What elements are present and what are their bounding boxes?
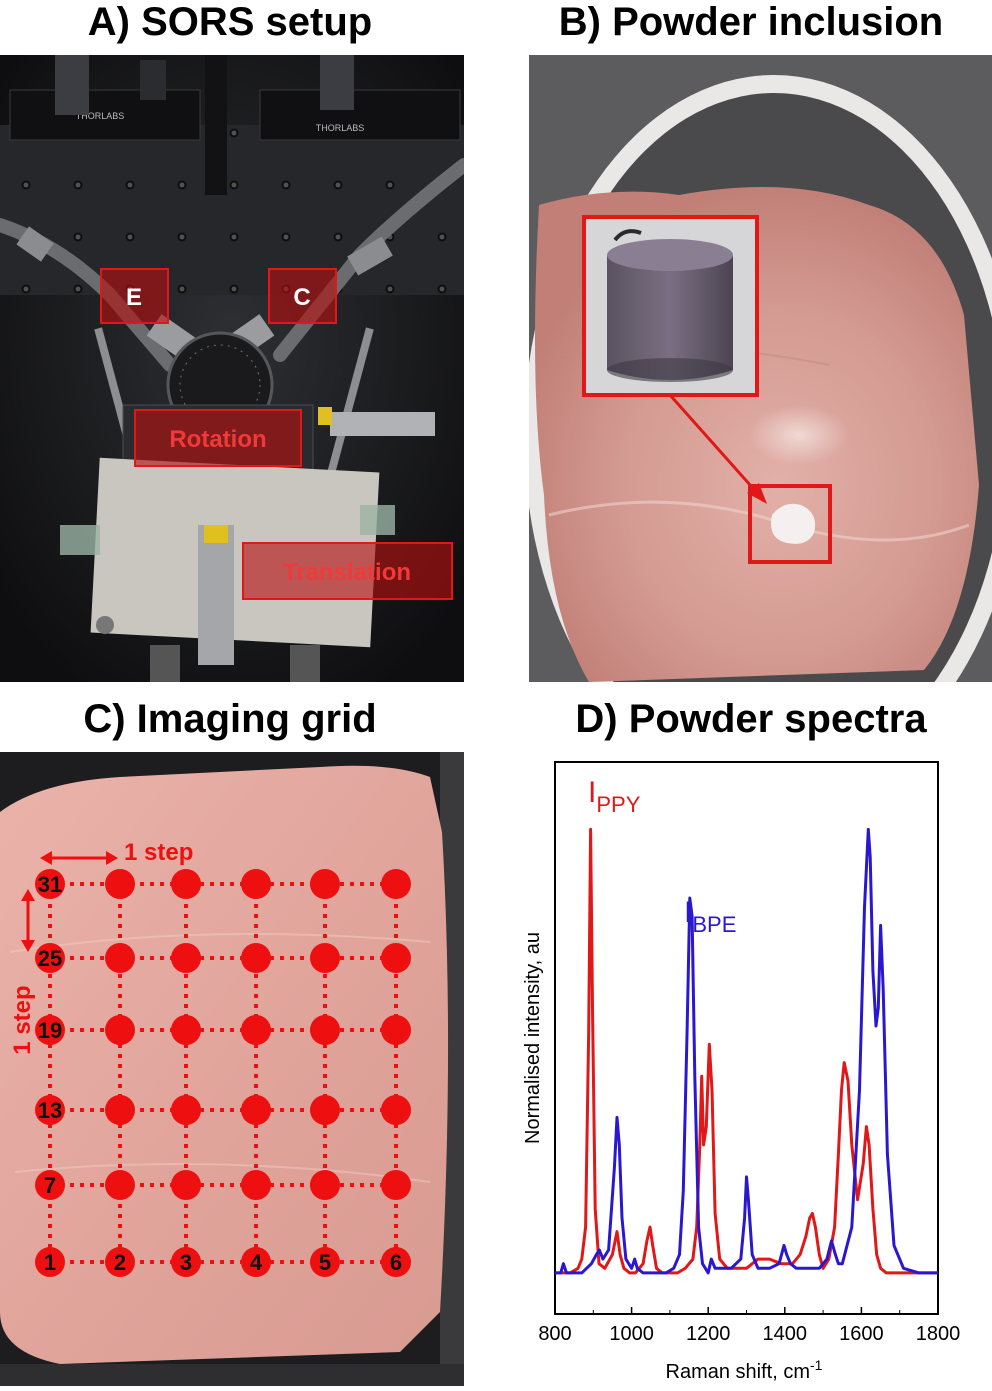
grid-point xyxy=(171,1095,201,1125)
grid-point-label: 25 xyxy=(38,946,62,971)
series-line-bpe xyxy=(555,827,938,1275)
e-box xyxy=(100,268,169,324)
thorlabs-logo-right: THORLABS xyxy=(316,123,365,133)
panel-b-title: B) Powder inclusion xyxy=(558,0,944,44)
grid-point xyxy=(381,1247,411,1277)
powder-inclusion-illustration xyxy=(529,55,992,682)
imaging-grid-illustration: 1 2 3 4 5 6 7 13 19 25 31 1 step 1 step xyxy=(0,752,464,1386)
rotation-label: Rotation xyxy=(169,426,266,453)
inset-arrow xyxy=(668,394,761,496)
grid-point xyxy=(310,1095,340,1125)
arrowhead-icon xyxy=(747,483,767,504)
grid-point xyxy=(381,1015,411,1045)
grid-point xyxy=(381,869,411,899)
grid-point xyxy=(35,1095,65,1125)
ppy-annotation-main: I xyxy=(588,776,596,809)
x-axis-label: Raman shift, cm-1 xyxy=(666,1357,823,1383)
plot-frame xyxy=(554,761,939,1315)
bpe-annotation-sub: BPE xyxy=(692,912,736,937)
x-tick-label: 800 xyxy=(538,1323,571,1345)
grid-point xyxy=(171,1247,201,1277)
panel-a-photo: THORLABS THORLABS xyxy=(0,55,464,682)
grid-point xyxy=(241,869,271,899)
thorlabs-logo-left: THORLABS xyxy=(76,111,125,121)
grid-point-label: 2 xyxy=(114,1250,126,1275)
grid-point xyxy=(381,1095,411,1125)
e-label: E xyxy=(126,284,142,311)
panel-c-photo: 1 2 3 4 5 6 7 13 19 25 31 1 step 1 step xyxy=(0,752,464,1386)
grid-point xyxy=(105,1015,135,1045)
grid-point xyxy=(105,1247,135,1277)
grid-point xyxy=(310,869,340,899)
grid-point xyxy=(35,1247,65,1277)
grid-point xyxy=(241,1247,271,1277)
panel-d-chart: 800 1000 1200 1400 1600 1800 Normalised inten… xyxy=(496,752,992,1386)
grid-point-label: 5 xyxy=(319,1250,331,1275)
grid-points: 1 2 3 4 5 6 7 13 19 25 31 xyxy=(35,869,411,1277)
x-axis-ticks: 800 1000 1200 1400 1600 1800 xyxy=(538,1307,960,1345)
grid-point xyxy=(105,1095,135,1125)
grid-point xyxy=(241,1095,271,1125)
grid-point xyxy=(105,1170,135,1200)
grid-point xyxy=(241,1015,271,1045)
inclusion-box xyxy=(748,484,832,564)
series-lines xyxy=(555,827,938,1275)
x-tick-label: 1600 xyxy=(839,1323,884,1345)
translation-label: Translation xyxy=(283,559,411,586)
grid-point xyxy=(310,1247,340,1277)
grid-point xyxy=(35,1015,65,1045)
x-axis-label-sup: -1 xyxy=(810,1357,823,1373)
bpe-annotation: IBPE xyxy=(684,896,736,937)
grid-point xyxy=(171,943,201,973)
x-tick-label: 1200 xyxy=(686,1323,731,1345)
c-label: C xyxy=(293,284,310,311)
arrow-right-icon xyxy=(106,851,118,865)
panel-d-title: D) Powder spectra xyxy=(575,697,927,741)
grid-point-label: 4 xyxy=(250,1250,263,1275)
grid-point xyxy=(171,1015,201,1045)
grid-point xyxy=(171,1170,201,1200)
ppy-annotation-sub: PPY xyxy=(596,792,640,817)
grid-point xyxy=(35,943,65,973)
panel-c-title: C) Imaging grid xyxy=(83,697,377,741)
step-label-vertical: 1 step xyxy=(9,985,36,1054)
sors-setup-illustration: THORLABS THORLABS xyxy=(0,55,464,682)
c-box xyxy=(268,268,337,324)
grid-point xyxy=(171,869,201,899)
grid-point xyxy=(310,1170,340,1200)
grid-point-label: 1 xyxy=(44,1250,56,1275)
arrow-left-icon xyxy=(40,851,52,865)
grid-point xyxy=(105,943,135,973)
grid-point-label: 19 xyxy=(38,1018,62,1043)
grid-point xyxy=(241,943,271,973)
translation-box xyxy=(242,542,453,600)
y-axis-label: Normalised intensity, au xyxy=(522,932,544,1144)
x-tick-label: 1400 xyxy=(763,1323,808,1345)
step-label-horizontal: 1 step xyxy=(124,839,193,866)
panel-b-photo xyxy=(529,55,992,682)
x-tick-label: 1800 xyxy=(916,1323,961,1345)
bpe-annotation-main: I xyxy=(684,896,692,929)
panel-a-title: A) SORS setup xyxy=(87,0,373,44)
arrow-up-icon xyxy=(21,889,35,901)
grid-point xyxy=(241,1170,271,1200)
grid-point-label: 7 xyxy=(44,1173,56,1198)
grid-point-label: 31 xyxy=(38,872,62,897)
grid-point xyxy=(35,1170,65,1200)
grid-point xyxy=(381,943,411,973)
grid-point xyxy=(105,869,135,899)
grid-point-label: 3 xyxy=(180,1250,192,1275)
arrow-down-icon xyxy=(21,940,35,952)
ppy-annotation: IPPY xyxy=(588,776,641,817)
grid-point xyxy=(381,1170,411,1200)
spectra-chart: 800 1000 1200 1400 1600 1800 Normalised inten… xyxy=(522,761,960,1383)
grid-point-label: 6 xyxy=(390,1250,402,1275)
grid-point xyxy=(310,943,340,973)
x-tick-label: 1000 xyxy=(609,1323,654,1345)
rotation-box xyxy=(134,409,302,467)
x-axis-label-main: Raman shift, cm xyxy=(666,1361,810,1383)
grid-point-label: 13 xyxy=(38,1098,62,1123)
grid-point xyxy=(310,1015,340,1045)
grid-point xyxy=(35,869,65,899)
